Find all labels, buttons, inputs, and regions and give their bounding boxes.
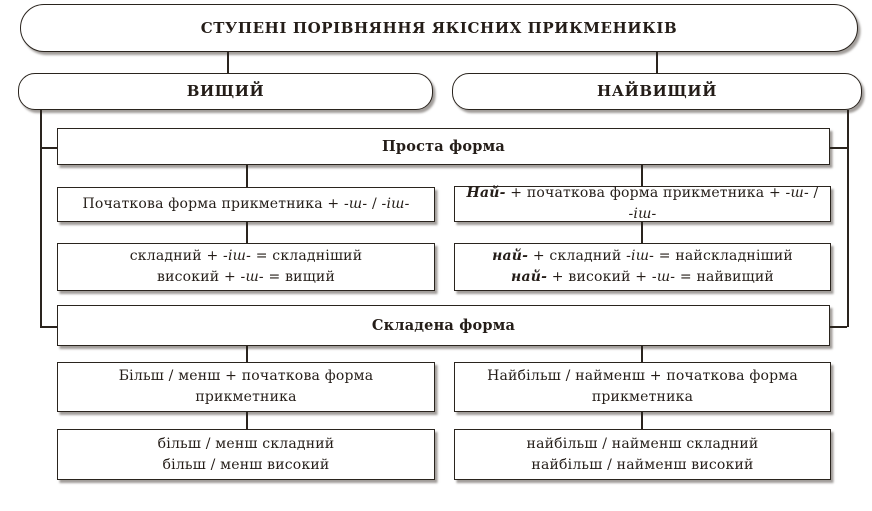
comparative-degree-label: ВИЩИЙ bbox=[186, 82, 265, 101]
comparative-compound-example-2: більш / менш високий bbox=[162, 456, 330, 473]
connector-simple-header-to-superlative-rule bbox=[641, 165, 643, 186]
superlative-degree-label: НАЙВИЩИЙ bbox=[597, 82, 717, 101]
connector-left-rail-to-simple-header bbox=[40, 147, 57, 149]
connector-superlative-rule-to-examples bbox=[641, 222, 643, 243]
comparative-compound-rule-line-1: Більш / менш + початкова форма bbox=[118, 368, 374, 384]
comparative-compound-rule-line-2: прикметника bbox=[195, 389, 297, 405]
superlative-simple-examples-box: най- + складний -іш- = найскладніший най… bbox=[454, 243, 831, 291]
comparative-simple-rule-text: Початкова форма прикметника + -ш- / -іш- bbox=[82, 196, 410, 212]
connector-compound-header-to-superlative-rule bbox=[641, 346, 643, 362]
connector-comparative-rule-to-examples bbox=[246, 222, 248, 243]
connector-left-rail-to-compound-header bbox=[40, 326, 57, 328]
superlative-degree-box: НАЙВИЩИЙ bbox=[452, 73, 862, 110]
diagram-title: СТУПЕНІ ПОРІВНЯННЯ ЯКІСНИХ ПРИКМЕНИКІВ bbox=[200, 18, 678, 37]
comparative-degree-box: ВИЩИЙ bbox=[18, 73, 433, 110]
comparative-simple-example-1: складний + -іш- = складніший bbox=[129, 248, 363, 264]
comparative-simple-examples-box: складний + -іш- = складніший високий + -… bbox=[57, 243, 435, 291]
connector-compound-header-to-comparative-rule bbox=[246, 346, 248, 362]
comparative-compound-rule-box: Більш / менш + початкова форма прикметни… bbox=[57, 362, 435, 412]
connector-simple-header-to-comparative-rule bbox=[246, 165, 248, 187]
superlative-compound-examples-box: найбільш / найменш складний найбільш / н… bbox=[454, 429, 831, 480]
superlative-compound-example-1: найбільш / найменш складний bbox=[526, 435, 759, 452]
connector-superlative-compound-rule-to-examples bbox=[641, 412, 643, 429]
superlative-compound-rule-box: Найбільш / найменш + початкова форма при… bbox=[454, 362, 831, 412]
simple-form-header-label: Проста форма bbox=[381, 137, 506, 155]
compound-form-header-label: Складена форма bbox=[371, 316, 516, 334]
connector-left-rail bbox=[40, 110, 42, 327]
title-box: СТУПЕНІ ПОРІВНЯННЯ ЯКІСНИХ ПРИКМЕНИКІВ bbox=[20, 4, 858, 52]
comparative-simple-rule-box: Початкова форма прикметника + -ш- / -іш- bbox=[57, 187, 435, 222]
simple-form-header-box: Проста форма bbox=[57, 128, 830, 165]
superlative-simple-example-2: най- + високий + -ш- = найвищий bbox=[511, 269, 774, 285]
comparative-compound-example-1: більш / менш складний bbox=[157, 435, 335, 452]
superlative-compound-rule-line-1: Найбільш / найменш + початкова форма bbox=[487, 368, 798, 384]
superlative-simple-example-1: най- + складний -іш- = найскладніший bbox=[492, 248, 793, 264]
connector-title-to-superlative bbox=[656, 52, 658, 73]
connector-right-rail-to-simple-header bbox=[830, 147, 847, 149]
superlative-compound-example-2: найбільш / найменш високий bbox=[531, 456, 754, 473]
superlative-simple-rule-box: Най- + початкова форма прикметника + -ш-… bbox=[454, 185, 831, 222]
comparative-compound-examples-box: більш / менш складний більш / менш висок… bbox=[57, 429, 435, 480]
connector-title-to-comparative bbox=[227, 52, 229, 73]
connector-comparative-compound-rule-to-examples bbox=[246, 412, 248, 429]
compound-form-header-box: Складена форма bbox=[57, 305, 830, 346]
comparative-simple-example-2: високий + -ш- = вищий bbox=[157, 269, 335, 285]
connector-right-rail bbox=[847, 110, 849, 327]
superlative-compound-rule-line-2: прикметника bbox=[591, 389, 694, 405]
superlative-simple-rule-text: Най- + початкова форма прикметника + -ш-… bbox=[466, 185, 819, 222]
connector-right-rail-to-compound-header bbox=[830, 326, 847, 328]
